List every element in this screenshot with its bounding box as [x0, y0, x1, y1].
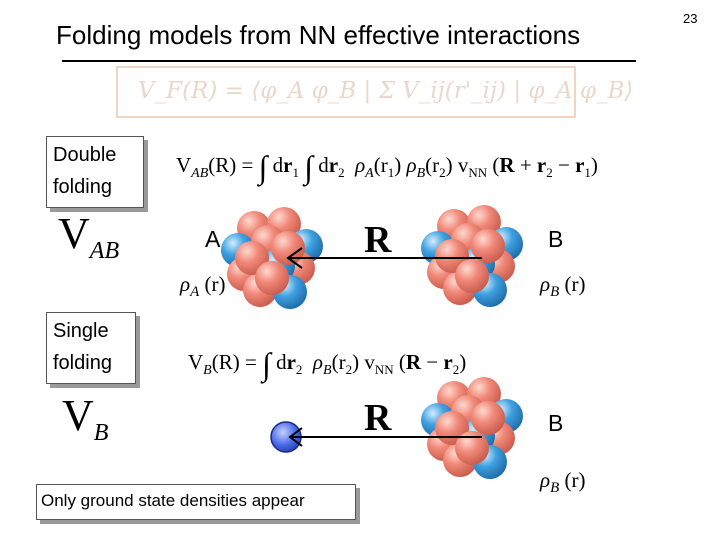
single-folding-label: Single folding [46, 312, 136, 384]
vector-r-label-double: R [364, 218, 391, 262]
nucleus-b-single [421, 377, 523, 479]
nucleus-b-label-single: B [548, 410, 563, 437]
single-folding-label-line2: folding [53, 347, 131, 379]
single-folding-label-line1: Single [53, 315, 131, 347]
vector-r-label-single: R [364, 396, 391, 440]
nucleus-a-label: A [205, 226, 220, 253]
rho-b-label-double: ρB (r) [540, 272, 586, 297]
nucleus-b-label-double: B [548, 226, 563, 253]
rho-b-label-single: ρB (r) [540, 468, 586, 493]
ground-state-note: Only ground state densities appear [36, 484, 356, 520]
nucleus-b-double [421, 205, 523, 307]
vb-symbol: VB [62, 390, 108, 441]
single-folding-equation: VB(R) = ∫ dr2 ρB(r2) vNN (R − r2) [188, 340, 466, 377]
rho-a-label: ρA (r) [180, 272, 226, 297]
